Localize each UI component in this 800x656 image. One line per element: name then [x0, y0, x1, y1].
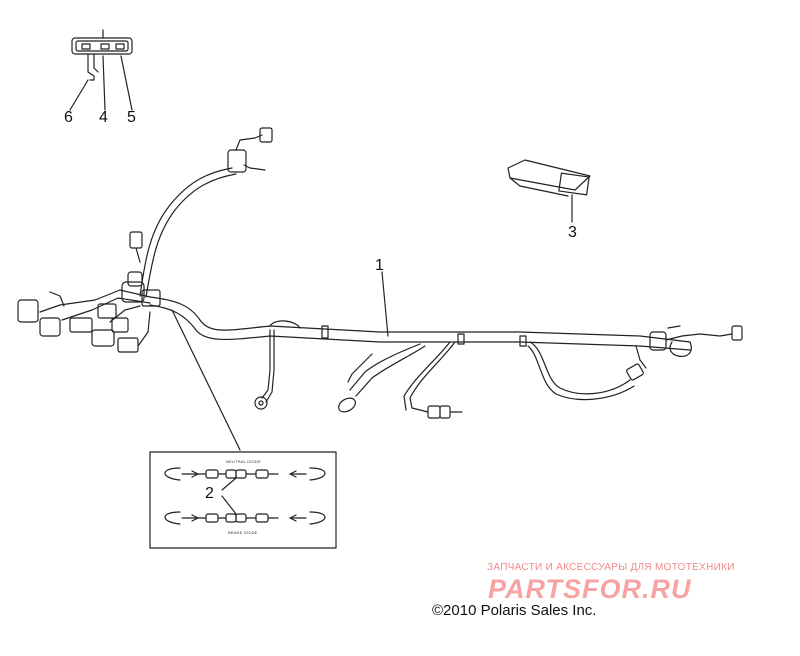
diode-inset-box — [149, 451, 337, 549]
right-end-connectors — [649, 325, 743, 357]
watermark-logo: PARTSFOR.RU — [488, 574, 692, 604]
callout-5: 5 — [127, 109, 136, 126]
callout-4: 4 — [99, 109, 108, 126]
lower-connector-branch — [403, 341, 463, 419]
grommet-branch — [338, 343, 426, 413]
main-harness-trunk — [149, 296, 691, 351]
ground-branch — [254, 320, 301, 410]
callout-2: 2 — [205, 485, 214, 502]
left-connector-bundle — [17, 271, 161, 353]
right-loop-branch — [527, 341, 647, 401]
inset-top-label: NEUTRAL DIODE — [226, 459, 261, 464]
watermark-tagline: ЗАПЧАСТИ И АКСЕССУАРЫ ДЛЯ МОТОТЕХНИКИ — [487, 562, 735, 573]
inset-bottom-label: BRAKE DIODE — [228, 530, 258, 535]
upper-branch — [129, 127, 273, 298]
connector-part-4-5-6 — [69, 29, 133, 111]
callout-1: 1 — [375, 257, 384, 274]
callout-6: 6 — [64, 109, 73, 126]
callout-3: 3 — [568, 224, 577, 241]
component-part-3 — [507, 159, 591, 223]
copyright-text: ©2010 Polaris Sales Inc. — [432, 602, 597, 619]
